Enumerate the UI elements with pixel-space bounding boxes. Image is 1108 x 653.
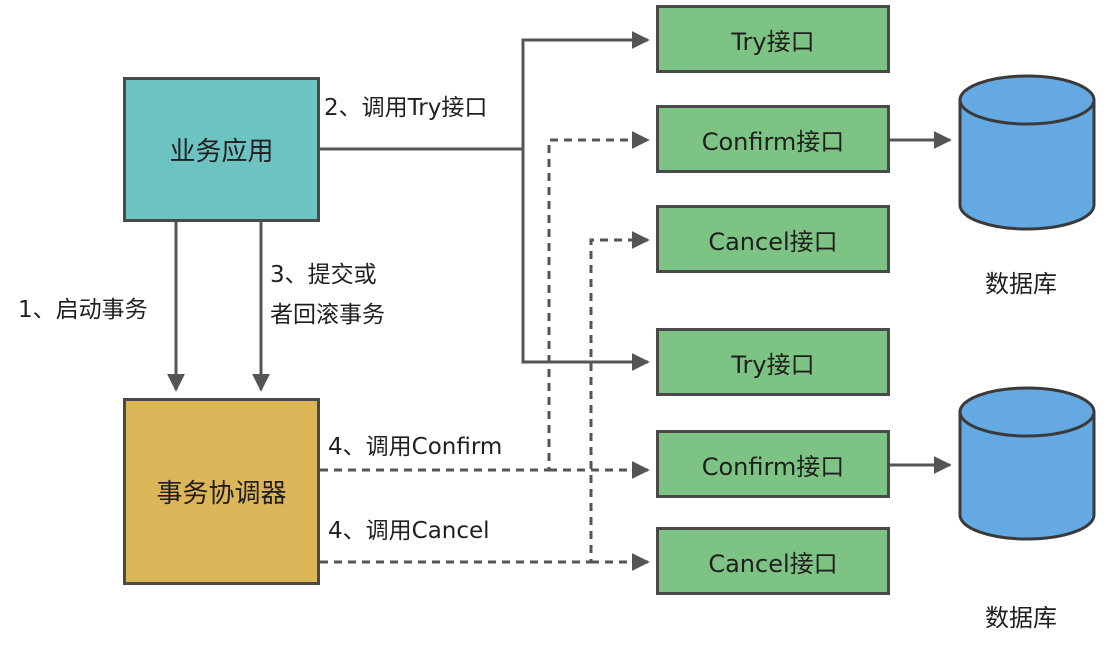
business-app-label: 业务应用 [169, 137, 274, 167]
edge-label-commit-rollback: 3、提交或 者回滚事务 [270, 255, 430, 335]
edge-call-cancel [320, 231, 650, 564]
confirm-interface-1-label: Confirm接口 [701, 127, 845, 156]
cancel-interface-1: Cancel接口 [656, 205, 890, 273]
confirm-interface-2: Confirm接口 [656, 430, 890, 498]
database-label-1: 数据库 [985, 270, 1057, 298]
edge-call-confirm [320, 131, 650, 472]
coordinator-box: 事务协调器 [123, 398, 320, 585]
edge-label-start-tx: 1、启动事务 [18, 297, 148, 323]
confirm-interface-2-label: Confirm接口 [701, 452, 845, 481]
edge-label-commit-line2: 者回滚事务 [270, 302, 385, 328]
coordinator-label: 事务协调器 [156, 479, 287, 509]
database-icon-2 [958, 386, 1096, 541]
business-app-box: 业务应用 [123, 77, 320, 222]
cancel-interface-2: Cancel接口 [656, 527, 890, 595]
try-interface-2: Try接口 [656, 328, 890, 396]
edge-call-try [320, 31, 650, 151]
edge-label-call-confirm: 4、调用Confirm [328, 434, 503, 460]
database-label-2: 数据库 [985, 604, 1057, 632]
edge-label-commit-line1: 3、提交或 [270, 262, 377, 288]
edge-label-call-try: 2、调用Try接口 [324, 95, 488, 121]
cancel-interface-1-label: Cancel接口 [708, 227, 838, 256]
try-interface-1-label: Try接口 [731, 27, 815, 56]
edge-call-try-2 [521, 149, 650, 371]
confirm-interface-1: Confirm接口 [656, 105, 890, 173]
try-interface-1: Try接口 [656, 5, 890, 73]
try-interface-2-label: Try接口 [731, 350, 815, 379]
database-icon-1 [958, 74, 1096, 231]
cancel-interface-2-label: Cancel接口 [708, 549, 838, 578]
edge-label-call-cancel: 4、调用Cancel [328, 518, 490, 544]
